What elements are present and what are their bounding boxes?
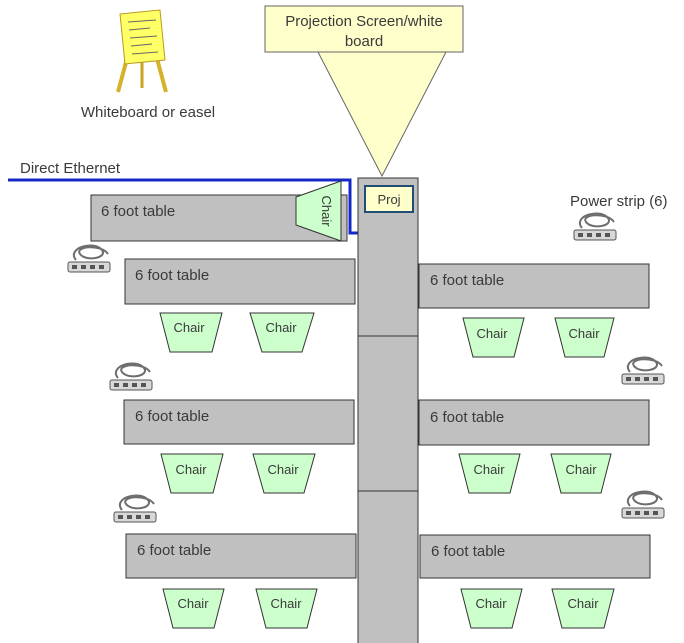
chair: Chair — [550, 453, 612, 494]
projection-screen-box — [264, 5, 464, 53]
chair: Chair — [551, 588, 615, 629]
chair-label: Chair — [476, 326, 508, 341]
power-strip-icon — [621, 356, 665, 385]
projection-screen-label-line2: board — [345, 33, 383, 50]
chair-label: Chair — [475, 596, 507, 611]
projection-beam — [317, 51, 447, 178]
power-strip-icon — [109, 362, 153, 391]
projection-screen: Projection Screen/white board — [264, 5, 464, 178]
chair: Chair — [458, 453, 521, 494]
table-label: 6 foot table — [135, 267, 209, 284]
chair-label: Chair — [473, 462, 505, 477]
chair: Chair — [252, 453, 316, 494]
power-strip-icon — [621, 490, 665, 519]
ethernet-label: Direct Ethernet — [20, 160, 121, 177]
chair: Chair — [462, 317, 525, 358]
table-label: 6 foot table — [431, 543, 505, 560]
chair-label: Chair — [265, 320, 297, 335]
table-label: 6 foot table — [137, 542, 211, 559]
table-label: 6 foot table — [101, 203, 175, 220]
projector: Proj — [364, 185, 414, 213]
table-left-1: 6 foot table — [124, 258, 356, 305]
table-label: 6 foot table — [135, 408, 209, 425]
chair: Chair — [249, 312, 315, 353]
side-chair: Chair — [295, 180, 342, 242]
chair-label: Chair — [175, 462, 207, 477]
table-left-2: 6 foot table — [123, 399, 355, 445]
chair-label: Chair — [173, 320, 205, 335]
chair: Chair — [554, 317, 615, 358]
power-strip-icon — [67, 244, 111, 273]
chair-label: Chair — [565, 462, 597, 477]
chair: Chair — [460, 588, 523, 629]
center-aisle — [357, 177, 419, 643]
chair-label: Chair — [568, 326, 600, 341]
chair: Chair — [159, 312, 223, 353]
chair-label: Chair — [177, 596, 209, 611]
center-table-3 — [357, 490, 419, 643]
chair-label: Chair — [319, 195, 334, 227]
chair-label: Chair — [567, 596, 599, 611]
table-label: 6 foot table — [430, 409, 504, 426]
center-table-2 — [357, 335, 419, 492]
chair: Chair — [160, 453, 224, 494]
easel-icon — [116, 9, 168, 93]
projection-screen-label-line1: Projection Screen/white — [285, 13, 443, 30]
power-strip-label: Power strip (6) — [570, 193, 668, 210]
power-strip-icon — [573, 212, 617, 241]
chair: Chair — [162, 588, 225, 629]
table-right-3: 6 foot table — [419, 534, 651, 579]
power-strip-icon — [113, 494, 157, 523]
easel-label: Whiteboard or easel — [81, 104, 215, 121]
table-right-1: 6 foot table — [418, 263, 650, 309]
chair-label: Chair — [267, 462, 299, 477]
ethernet-cable — [8, 178, 362, 235]
projector-label: Proj — [377, 192, 400, 207]
table-label: 6 foot table — [430, 272, 504, 289]
chair: Chair — [255, 588, 318, 629]
chair-label: Chair — [270, 596, 302, 611]
table-left-3: 6 foot table — [125, 533, 357, 579]
table-right-2: 6 foot table — [418, 399, 650, 446]
